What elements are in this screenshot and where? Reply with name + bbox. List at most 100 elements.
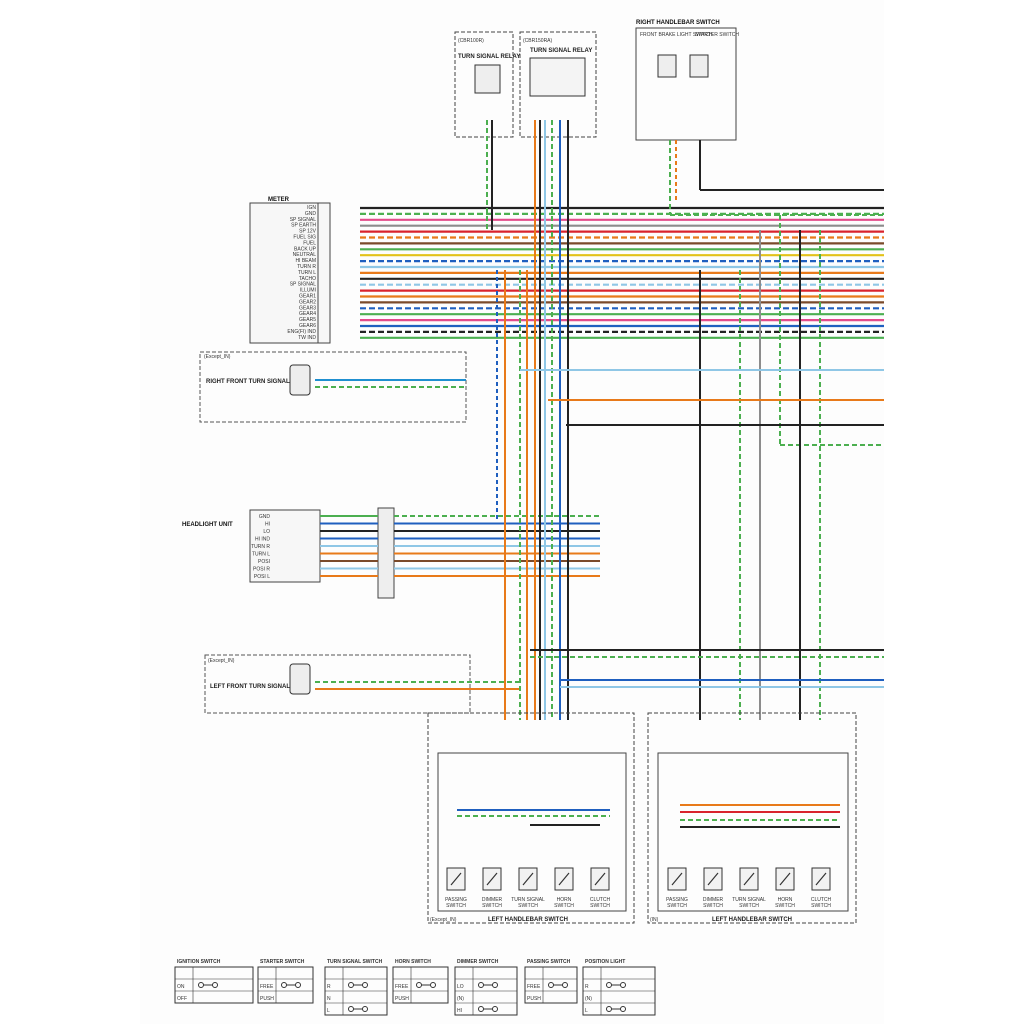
- legend-title: STARTER SWITCH: [260, 959, 305, 965]
- legend-title: PASSING SWITCH: [527, 959, 571, 965]
- switch-label: HORN: [778, 897, 793, 903]
- meter-pin-label: TURN L: [298, 270, 316, 276]
- switch-label: SWITCH: [775, 903, 795, 909]
- legend-row-label: L: [585, 1008, 588, 1014]
- legend-row-label: N: [327, 996, 331, 1002]
- meter-pin-label: TW IND: [298, 335, 316, 341]
- right-front-turn-light: (Except_IN) RIGHT FRONT TURN SIGNAL LIGH…: [199, 351, 467, 423]
- legend-table: [392, 966, 449, 1004]
- meter-pin-label: HI BEAM: [295, 258, 316, 264]
- legend-row-label: LO: [457, 984, 464, 990]
- meter-pin-label: IGN: [307, 205, 316, 211]
- headlight-pin-label: POSI R: [253, 567, 270, 573]
- left-margin: [0, 0, 140, 1024]
- meter-pin-label: SP EARTH: [291, 223, 316, 229]
- meter-pin-label: SP SIGNAL: [290, 217, 317, 223]
- legend-row-label: HI: [457, 1008, 462, 1014]
- svg-text:LEFT HANDLEBAR SWITCH: LEFT HANDLEBAR SWITCH: [712, 917, 792, 923]
- svg-text:(CBR150RA): (CBR150RA): [523, 38, 553, 44]
- legend-row-label: PUSH: [260, 996, 274, 1002]
- svg-text:LEFT FRONT TURN SIGNAL LIGHT: LEFT FRONT TURN SIGNAL LIGHT: [210, 684, 310, 690]
- switch-bundle-wires: [457, 804, 840, 828]
- switch-label: DIMMER: [703, 897, 724, 903]
- headlight-pin-label: TURN R: [251, 544, 270, 550]
- svg-text:RIGHT HANDLEBAR SWITCH: RIGHT HANDLEBAR SWITCH: [636, 20, 720, 26]
- svg-text:(Except_IN): (Except_IN): [430, 917, 457, 923]
- legend-row-label: FREE: [260, 984, 274, 990]
- vertical-trunk-wires: [486, 120, 884, 720]
- svg-text:(IN): (IN): [650, 917, 659, 923]
- switch-label: SWITCH: [482, 903, 502, 909]
- switch-label: DIMMER: [482, 897, 503, 903]
- meter-pin-label: NEUTRAL: [293, 252, 317, 258]
- meter-pin-label: FUEL SIG: [293, 235, 316, 241]
- turn-relay-b-box: (CBR150RA) TURN SIGNAL RELAY: [519, 31, 597, 138]
- legend-row-label: (N): [585, 996, 592, 1002]
- headlight-pin-label: TURN L: [252, 552, 270, 558]
- switch-label: TURN SIGNAL: [511, 897, 545, 903]
- svg-text:(CBR100R): (CBR100R): [458, 38, 484, 44]
- meter-harness-wires: [360, 206, 884, 339]
- meter-pin-label: ENG(FI) IND: [287, 329, 316, 335]
- meter-pin-label: GEAR6: [299, 323, 316, 329]
- legend-title: TURN SIGNAL SWITCH: [327, 959, 383, 965]
- legend-row-label: PUSH: [527, 996, 541, 1002]
- switch-label: TURN SIGNAL: [732, 897, 766, 903]
- meter-pin-label: BACK UP: [294, 246, 317, 252]
- svg-text:LEFT HANDLEBAR SWITCH: LEFT HANDLEBAR SWITCH: [488, 917, 568, 923]
- switch-label: SWITCH: [739, 903, 759, 909]
- switch-label: CLUTCH: [811, 897, 832, 903]
- right-handlebar-switch-box: RIGHT HANDLEBAR SWITCH FRONT BRAKE LIGHT…: [635, 20, 739, 141]
- svg-text:FRONT BRAKE LIGHT SWITCH: FRONT BRAKE LIGHT SWITCH: [640, 32, 713, 38]
- legend-title: POSITION LIGHT: [585, 959, 625, 965]
- switch-label: SWITCH: [554, 903, 574, 909]
- svg-text:(Except_IN): (Except_IN): [204, 354, 231, 360]
- headlight-pin-label: HI: [265, 522, 270, 528]
- meter-pin-label: TURN R: [297, 264, 316, 270]
- svg-text:METER: METER: [268, 197, 290, 203]
- meter-pin-label: GEAR5: [299, 317, 316, 323]
- legend-title: DIMMER SWITCH: [457, 959, 499, 965]
- headlight-harness-wires: [320, 515, 600, 577]
- meter-pin-label: ILLUMI: [300, 288, 316, 294]
- legend-row-label: OFF: [177, 996, 187, 1002]
- meter-pin-label: SP 12V: [299, 229, 317, 235]
- legend-row-label: R: [327, 984, 331, 990]
- right-margin: [884, 0, 1024, 1024]
- left-handlebar-switch-2: (IN) LEFT HANDLEBAR SWITCH PASSINGSWITCH…: [647, 712, 857, 924]
- legend-row-label: FREE: [527, 984, 541, 990]
- meter-pin-label: GEAR2: [299, 299, 316, 305]
- left-handlebar-switch-1: (Except_IN) LEFT HANDLEBAR SWITCH PASSIN…: [427, 712, 635, 924]
- switch-label: PASSING: [445, 897, 467, 903]
- legend-row-label: L: [327, 1008, 330, 1014]
- switch-label: SWITCH: [811, 903, 831, 909]
- legend-table: [524, 966, 578, 1004]
- legend-row-label: (N): [457, 996, 464, 1002]
- legend-row-label: R: [585, 984, 589, 990]
- legend-row-label: PUSH: [395, 996, 409, 1002]
- turn-relay-a-box: (CBR100R) TURN SIGNAL RELAY: [454, 31, 520, 138]
- legend-title: HORN SWITCH: [395, 959, 431, 965]
- switch-label: SWITCH: [667, 903, 687, 909]
- svg-text:STARTER SWITCH: STARTER SWITCH: [695, 32, 739, 38]
- headlight-pin-label: HI IND: [255, 537, 270, 543]
- switch-label: SWITCH: [446, 903, 466, 909]
- svg-text:HEADLIGHT UNIT: HEADLIGHT UNIT: [182, 522, 233, 528]
- svg-text:(Except_IN): (Except_IN): [208, 658, 235, 664]
- switch-label: PASSING: [666, 897, 688, 903]
- switch-label: SWITCH: [703, 903, 723, 909]
- meter-pin-label: FUEL: [303, 240, 316, 246]
- meter-pin-label: SP SIGNAL: [290, 282, 317, 288]
- headlight-pin-label: POSI L: [254, 574, 270, 580]
- meter-pin-label: GEAR3: [299, 305, 316, 311]
- meter-pin-label: GEAR1: [299, 294, 316, 300]
- left-front-turn-light: (Except_IN) LEFT FRONT TURN SIGNAL LIGHT: [204, 654, 520, 714]
- legend-table: [174, 966, 254, 1004]
- switch-label: CLUTCH: [590, 897, 611, 903]
- legend-title: IGNITION SWITCH: [177, 959, 221, 965]
- headlight-pin-label: GND: [259, 514, 271, 520]
